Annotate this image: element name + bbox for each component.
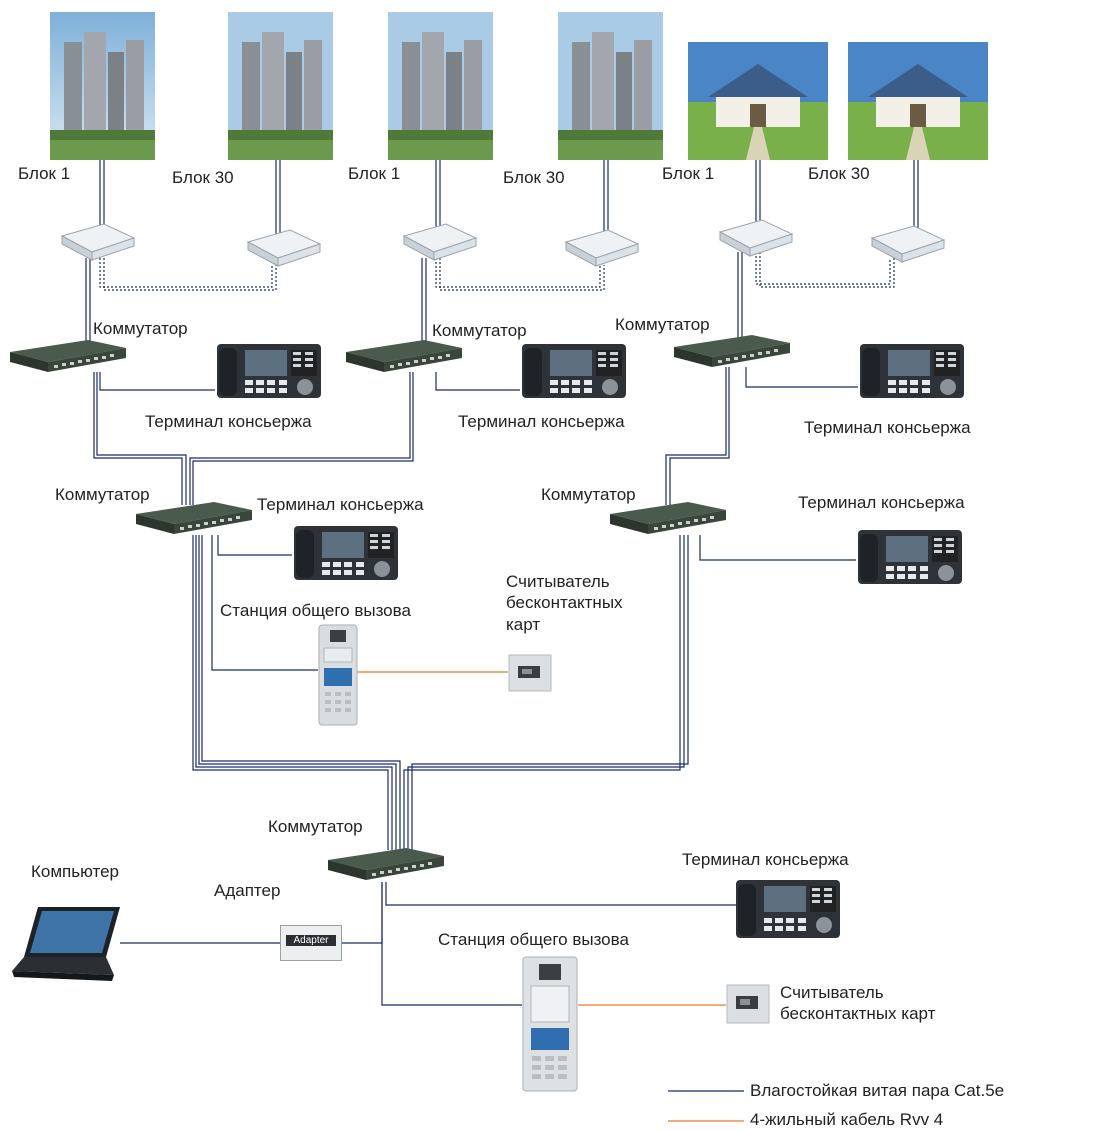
line-sw3-terminal bbox=[745, 367, 858, 388]
line-sw4-terminal bbox=[217, 535, 292, 556]
small-switch bbox=[402, 223, 478, 261]
switch-label: Коммутатор bbox=[541, 485, 636, 504]
dotted-link-b bbox=[435, 258, 601, 288]
building-tower-4 bbox=[558, 12, 663, 160]
terminal-label: Терминал консьержа bbox=[145, 412, 312, 431]
dotted-link-b2 bbox=[439, 258, 605, 291]
concierge-terminal bbox=[858, 530, 962, 584]
adapter-device-text: Adapter bbox=[286, 935, 336, 946]
block-label: Блок 1 bbox=[662, 164, 715, 183]
line-block1-a bbox=[99, 160, 105, 232]
line-small-to-sw2 bbox=[421, 258, 427, 345]
line-core-terminal bbox=[385, 882, 736, 906]
line-block1-b bbox=[435, 160, 441, 232]
concierge-terminal bbox=[294, 526, 398, 580]
line-sw4-to-core bbox=[192, 535, 401, 850]
building-villa-2 bbox=[848, 42, 988, 160]
small-switch bbox=[870, 225, 946, 263]
card-reader-label: Считыватель бесконтактных карт bbox=[506, 572, 623, 634]
terminal-label: Терминал консьержа bbox=[798, 493, 965, 512]
call-station-label: Станция общего вызова bbox=[220, 601, 411, 620]
legend-label-rvv4: 4-жильный кабель Rvv 4 bbox=[750, 1110, 944, 1129]
line-sw2-terminal bbox=[435, 372, 520, 391]
call-station bbox=[522, 956, 578, 1092]
line-sw2-to-sw4 bbox=[189, 372, 414, 505]
small-switch bbox=[246, 229, 322, 267]
network-switch bbox=[674, 335, 790, 367]
line-block1-c bbox=[755, 160, 761, 228]
switch-label: Коммутатор bbox=[615, 315, 710, 334]
line-sw1-to-sw4 bbox=[93, 372, 187, 505]
terminal-label: Терминал консьержа bbox=[804, 418, 971, 437]
laptop-computer bbox=[12, 907, 120, 981]
building-tower-3 bbox=[388, 12, 493, 160]
line-core-adapter bbox=[342, 882, 383, 944]
switch-label: Коммутатор bbox=[432, 321, 527, 340]
block-label: Блок 30 bbox=[172, 168, 234, 187]
line-sw5-to-core bbox=[403, 535, 689, 850]
computer-label: Компьютер bbox=[31, 862, 119, 881]
block-label: Блок 30 bbox=[503, 168, 565, 187]
concierge-terminal bbox=[217, 344, 321, 398]
terminal-label: Терминал консьержа bbox=[682, 850, 849, 869]
card-reader bbox=[508, 654, 552, 692]
terminal-label: Терминал консьержа bbox=[458, 412, 625, 431]
block-label: Блок 30 bbox=[808, 164, 870, 183]
concierge-terminal bbox=[860, 344, 964, 398]
switch-label: Коммутатор bbox=[268, 817, 363, 836]
dotted-link-c2 bbox=[759, 252, 895, 288]
block-label: Блок 1 bbox=[348, 164, 401, 183]
line-block30-b bbox=[603, 160, 609, 238]
terminal-label: Терминал консьержа bbox=[257, 495, 424, 514]
switch-label: Коммутатор bbox=[93, 319, 188, 338]
adapter-label: Адаптер bbox=[214, 881, 281, 900]
line-small-to-sw1 bbox=[85, 258, 91, 345]
network-switch bbox=[10, 340, 126, 372]
line-sw5-terminal bbox=[699, 535, 856, 561]
building-tower-1 bbox=[50, 12, 155, 160]
call-station-label: Станция общего вызова bbox=[438, 930, 629, 949]
building-villa-1 bbox=[688, 42, 828, 160]
block-label: Блок 1 bbox=[18, 164, 71, 183]
adapter-device: Adapter bbox=[280, 925, 342, 961]
network-switch bbox=[346, 340, 462, 372]
concierge-terminal bbox=[522, 344, 626, 398]
network-switch bbox=[136, 502, 252, 534]
small-switch bbox=[60, 223, 136, 261]
dotted-link-c bbox=[755, 252, 891, 285]
card-reader-label: Считыватель бесконтактных карт bbox=[780, 983, 936, 1024]
dotted-link-a2 bbox=[103, 258, 277, 291]
line-small-to-sw3 bbox=[737, 252, 743, 340]
line-block30-a bbox=[275, 160, 281, 238]
legend-label-cat5e: Влагостойкая витая пара Cat.5e bbox=[750, 1081, 1005, 1100]
call-station bbox=[318, 624, 358, 726]
card-reader bbox=[726, 984, 770, 1024]
network-switch bbox=[610, 502, 726, 534]
dotted-link-a bbox=[99, 258, 273, 288]
switch-label: Коммутатор bbox=[55, 485, 150, 504]
small-switch bbox=[564, 229, 640, 267]
line-sw1-terminal bbox=[99, 372, 215, 391]
line-block30-c bbox=[913, 160, 919, 234]
building-tower-2 bbox=[228, 12, 333, 160]
line-sw3-to-sw5 bbox=[665, 367, 730, 505]
small-switch bbox=[718, 219, 794, 257]
concierge-terminal bbox=[736, 880, 840, 938]
core-network-switch bbox=[328, 848, 444, 880]
line-sw4-station bbox=[211, 535, 318, 671]
